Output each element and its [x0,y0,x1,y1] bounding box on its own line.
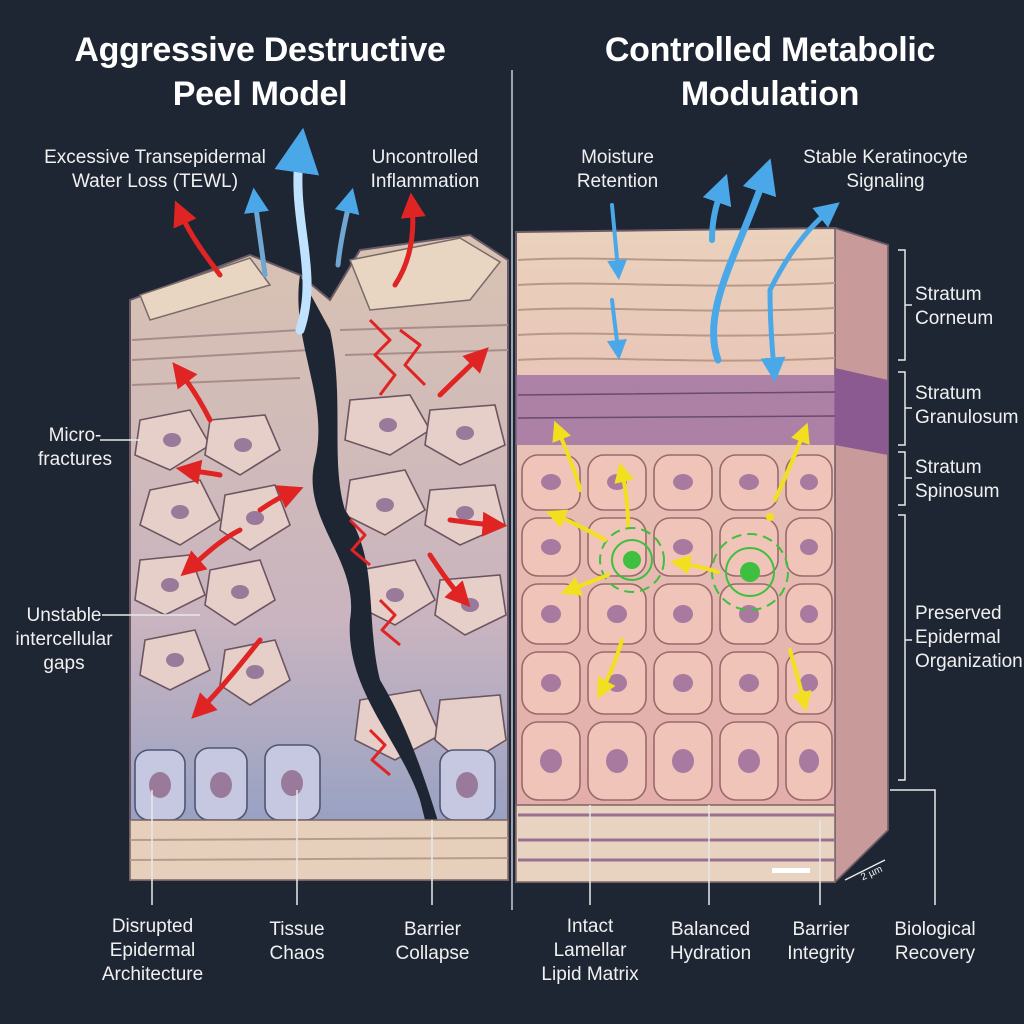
moisture-retention-label: Moisture Retention [576,147,659,192]
lipid-matrix-label: Intact Lamellar Lipid Matrix [541,916,639,985]
right-panel-title: Controlled Metabolic Modulation [604,31,936,113]
healthy-tissue-block [515,226,889,884]
leader-lines [100,249,936,905]
stratum-spinosum-label: Stratum Spinosum [915,457,1000,502]
barrier-integrity-label: Barrier Integrity [787,919,855,964]
inflammation-label: Uncontrolled Inflammation [370,147,480,192]
stratum-corneum-label: Stratum Corneum [915,284,994,329]
preserved-organization-label: Preserved Epidermal Organization [915,603,1023,672]
damage-arrows [172,127,508,719]
barrier-collapse-label: Barrier Collapse [395,919,470,964]
biological-recovery-label: Biological Recovery [894,919,976,964]
intercellular-gaps-label: Unstable intercellular gaps [15,605,113,674]
microfractures-label: Micro- fractures [38,425,112,470]
damaged-tissue-block [129,233,509,881]
signal-cell-left [599,527,665,593]
tissue-chaos-label: Tissue Chaos [269,919,325,964]
stratum-granulosum-label: Stratum Granulosum [915,383,1019,428]
water-arrows [606,158,840,383]
tewl-label: Excessive Transepidermal Water Loss (TEW… [44,147,266,192]
left-panel-title: Aggressive Destructive Peel Model [74,31,446,113]
signal-arrows [545,420,812,712]
balanced-hydration-label: Balanced Hydration [669,919,752,964]
disrupted-architecture-label: Disrupted Epidermal Architecture [101,916,204,985]
keratinocyte-signaling-label: Stable Keratinocyte Signaling [803,147,968,192]
